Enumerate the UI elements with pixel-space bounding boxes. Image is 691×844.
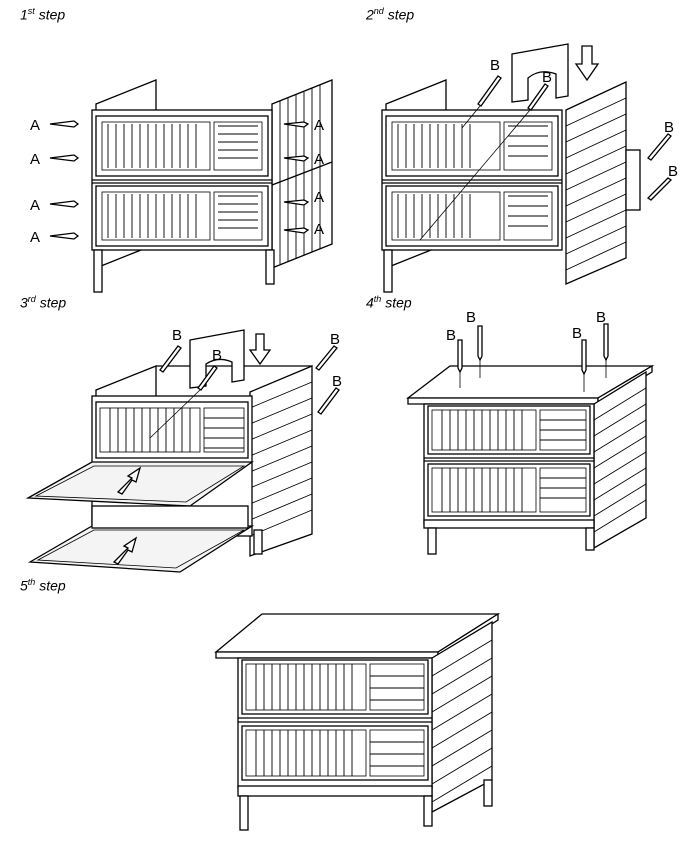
down-arrow-icon xyxy=(574,45,600,82)
screw-label-b: B xyxy=(542,69,552,86)
step-2-illustration: B B B B xyxy=(381,43,678,293)
step-4-label: 4th step xyxy=(366,294,412,311)
step-4-illustration: B B B B xyxy=(406,309,655,555)
tray-upper xyxy=(25,461,255,507)
step-3-illustration: B B B B xyxy=(25,327,342,573)
screw-label-b: B xyxy=(466,309,476,326)
down-arrow-icon xyxy=(248,333,272,366)
screw-label-a: A xyxy=(30,197,40,214)
screw-label-a: A xyxy=(314,221,324,238)
screw-b-icon xyxy=(457,323,609,376)
step-1-label: 1st step xyxy=(20,6,66,23)
screw-a-icon xyxy=(49,120,310,240)
step-3-label: 3rd step xyxy=(20,294,67,311)
screw-label-a: A xyxy=(30,151,40,168)
screw-label-b: B xyxy=(332,373,342,390)
step-2-label: 2nd step xyxy=(366,6,415,23)
screw-b-icon xyxy=(477,75,673,201)
screw-b-icon xyxy=(159,345,340,415)
step-5-label: 5th step xyxy=(20,577,66,594)
screw-label-a: A xyxy=(30,229,40,246)
step-5-illustration xyxy=(214,612,501,831)
screw-label-a: A xyxy=(314,117,324,134)
tray-lower xyxy=(27,525,255,573)
screw-label-b: B xyxy=(596,309,606,326)
screw-label-b: B xyxy=(330,331,340,348)
push-arrow-icon xyxy=(112,536,138,565)
screw-label-b: B xyxy=(490,57,500,74)
step-1-illustration: A A A A A A A A xyxy=(30,79,333,293)
screw-label-b: B xyxy=(212,347,222,364)
screw-label-a: A xyxy=(314,151,324,168)
screw-label-b: B xyxy=(668,163,678,180)
screw-label-b: B xyxy=(446,327,456,344)
screw-label-b: B xyxy=(664,119,674,136)
screw-label-b: B xyxy=(172,327,182,344)
screw-label-a: A xyxy=(30,117,40,134)
screw-label-b: B xyxy=(572,325,582,342)
screw-label-a: A xyxy=(314,189,324,206)
push-arrow-icon xyxy=(116,466,142,495)
